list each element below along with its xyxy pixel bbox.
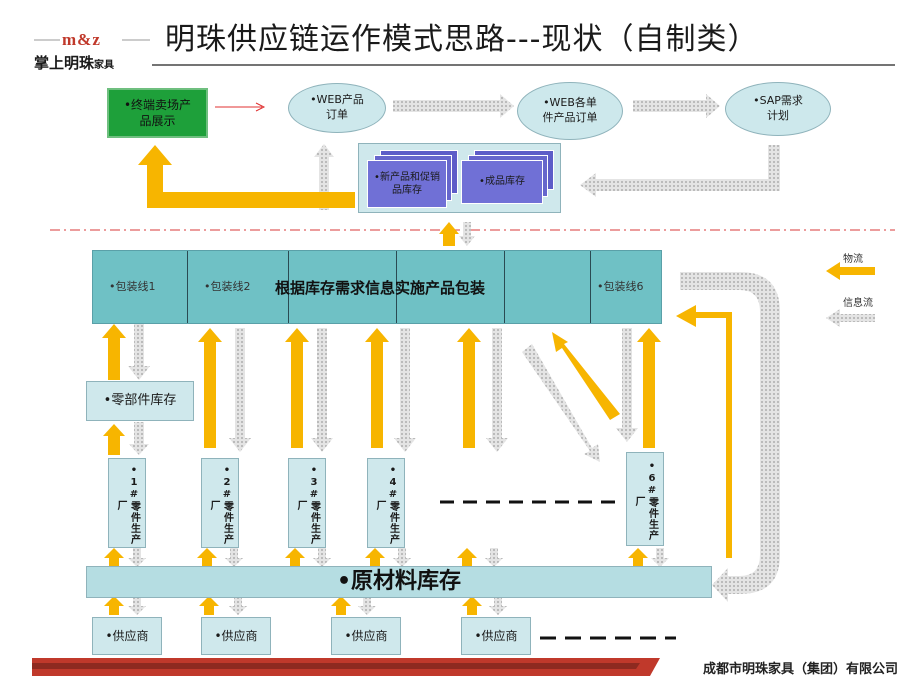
packaging-segment-3	[289, 251, 397, 323]
legend-info-arrow	[826, 309, 875, 327]
yellow-arrow-pack-to-stock	[439, 222, 459, 246]
gray-arrow-f1-to-raw	[128, 548, 146, 567]
gray-arrow-web-to-unit	[393, 94, 514, 118]
gray-arrow-supplier4	[489, 596, 507, 615]
yellow-arrow-raw-to-f4	[365, 548, 385, 567]
gray-arrow-factory5-down	[486, 328, 508, 452]
gray-arrow-factory4-down	[394, 328, 416, 452]
yellow-arrow-diagonal	[552, 332, 620, 420]
terminal-display-node: •终端卖场产品展示	[107, 88, 208, 138]
new-product-stock-node: •新产品和促销品库存	[367, 160, 447, 208]
yellow-arrow-supplier2	[199, 596, 219, 615]
gray-arrow-supplier1	[128, 596, 146, 615]
gray-arrow-f6-to-raw	[651, 548, 669, 567]
yellow-arrow-raw-to-f3	[285, 548, 305, 567]
yellow-arrow-factory1-up	[103, 424, 125, 455]
gray-arrow-f5-to-raw	[485, 548, 503, 567]
logo-text-small: 家具	[94, 60, 115, 71]
gray-arrow-supplier2	[229, 596, 247, 615]
factory-6: •6#零件生产厂	[626, 452, 664, 546]
packaging-segment-4	[397, 251, 505, 323]
yellow-arrow-stock-up	[102, 324, 126, 380]
footer-company: 成都市明珠家具（集团）有限公司	[702, 662, 898, 677]
gray-arrow-diagonal	[522, 344, 600, 462]
gray-arrow-stock-down	[128, 324, 150, 380]
web-unit-order-node: •WEB各单件产品订单	[517, 82, 623, 140]
factory-3: •3#零件生产厂	[288, 458, 326, 548]
yellow-arrow-stock-to-terminal	[138, 145, 355, 208]
supplier-4: •供应商	[461, 617, 531, 655]
legend-physical-label: 物流	[843, 254, 863, 265]
factory-2: •2#零件生产厂	[201, 458, 239, 548]
gray-arrow-sap-to-stock	[580, 145, 780, 197]
yellow-arrow-factory5-up	[457, 328, 481, 448]
yellow-arrow-supplier3	[331, 596, 351, 615]
gray-arrow-factory1-down	[129, 422, 149, 455]
yellow-arrow-factory3-up	[285, 328, 309, 448]
gray-arrow-factory3-down	[311, 328, 333, 452]
yellow-arrow-raw-to-f2	[197, 548, 217, 567]
packaging-line-2-label: •包装线2	[204, 279, 251, 293]
logo-mark: m&z	[62, 30, 101, 49]
factory-1: •1#零件生产厂	[108, 458, 146, 548]
legend-info-label: 信息流	[843, 298, 873, 309]
raw-material-node: •原材料库存	[86, 566, 712, 598]
yellow-arrow-supplier1	[104, 596, 124, 615]
raw-material-label: •原材料库存	[336, 569, 462, 595]
packaging-line-2: •包装线2	[188, 251, 289, 323]
packaging-line-1: •包装线1	[93, 251, 188, 323]
supplier-2: •供应商	[201, 617, 271, 655]
logo-text-main: 掌上明珠	[34, 54, 95, 72]
packaging-bar: •包装线1 •包装线2 •包装线6 根据库存需求信息实施产品包装	[92, 250, 662, 324]
logo-text: 掌上明珠家具	[34, 52, 114, 73]
yellow-arrow-supplier4	[462, 596, 482, 615]
gray-arrow-f3-to-raw	[313, 548, 331, 567]
yellow-arrow-factory4-up	[365, 328, 389, 448]
supplier-1: •供应商	[92, 617, 162, 655]
packaging-segment-5	[505, 251, 591, 323]
parts-stock-node: •零部件库存	[86, 381, 194, 421]
factory-4: •4#零件生产厂	[367, 458, 405, 548]
sap-plan-node: •SAP需求计划	[725, 82, 831, 136]
gray-arrow-factory6-down	[616, 328, 638, 442]
gray-arrow-stock-to-pack	[459, 222, 475, 246]
packaging-center-label: 根据库存需求信息实施产品包装	[275, 279, 486, 297]
yellow-arrow-raw-to-pack	[676, 305, 732, 558]
yellow-arrow-factory2-up	[198, 328, 222, 448]
supplier-3: •供应商	[331, 617, 401, 655]
yellow-arrow-raw-to-f1	[104, 548, 124, 567]
web-order-node: •WEB产品订单	[288, 83, 386, 133]
legend-physical-arrow	[826, 262, 875, 280]
gray-arrow-f2-to-raw	[225, 548, 243, 567]
yellow-arrow-raw-to-f6	[628, 548, 648, 567]
red-arrow-head	[255, 102, 266, 112]
footer-stripe-dark	[32, 663, 640, 669]
finished-stock-node: •成品库存	[461, 160, 543, 204]
yellow-arrow-raw-to-f5	[457, 548, 477, 567]
gray-arrow-factory2-down	[229, 328, 251, 452]
page-title: 明珠供应链运作模式思路---现状（自制类）	[165, 22, 759, 57]
gray-arrow-f4-to-raw	[393, 548, 411, 567]
packaging-line-6-label: •包装线6	[597, 279, 644, 293]
packaging-line-1-label: •包装线1	[109, 279, 156, 293]
gray-arrow-supplier3	[358, 596, 376, 615]
packaging-line-6: •包装线6	[591, 251, 663, 323]
gray-loop-arrow	[680, 272, 780, 602]
yellow-arrow-factory6-up	[637, 328, 661, 448]
gray-arrow-unit-to-sap	[633, 94, 720, 118]
